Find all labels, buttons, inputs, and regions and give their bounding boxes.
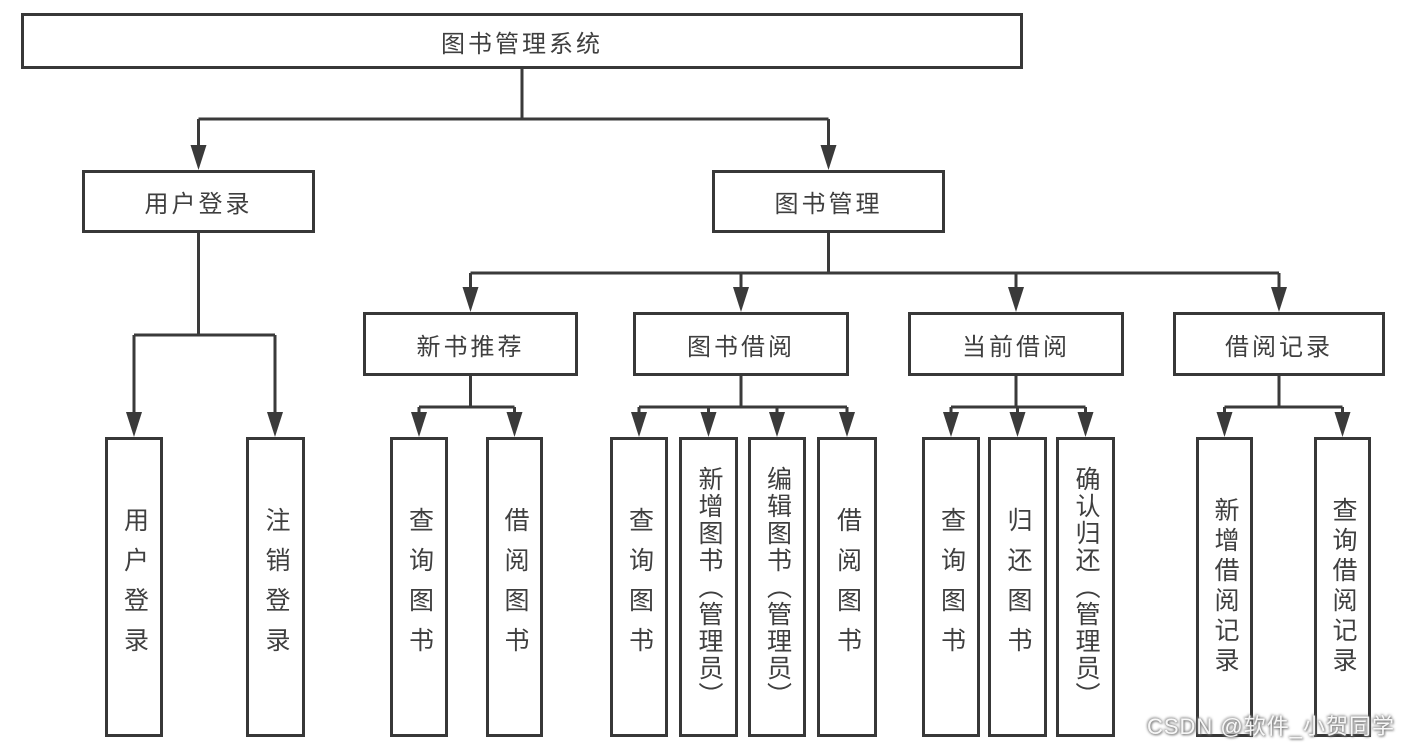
- leaf-current-query-book: 查询图书: [922, 437, 980, 737]
- node-current-borrow: 当前借阅: [908, 312, 1124, 376]
- leaf-current-return-book: 归还图书: [988, 437, 1047, 737]
- leaf-record-add-borrow-record: 新增借阅记录: [1196, 437, 1253, 737]
- node-borrow-record: 借阅记录: [1173, 312, 1385, 376]
- node-book-management: 图书管理: [712, 170, 945, 233]
- arrowheads: [126, 145, 1351, 437]
- leaf-borrow-edit-book-admin: 编辑图书（管理员）: [748, 437, 806, 737]
- leaf-recommend-borrow-book: 借阅图书: [486, 437, 543, 737]
- node-book-borrow: 图书借阅: [633, 312, 849, 376]
- leaf-recommend-query-book: 查询图书: [390, 437, 448, 737]
- node-user-login: 用户登录: [82, 170, 315, 233]
- node-new-book-recommend: 新书推荐: [363, 312, 578, 376]
- leaf-user-login: 用户登录: [105, 437, 163, 737]
- leaf-current-confirm-return-admin: 确认归还（管理员）: [1056, 437, 1115, 737]
- leaf-borrow-query-book: 查询图书: [610, 437, 668, 737]
- leaf-borrow-borrow-book: 借阅图书: [817, 437, 877, 737]
- leaf-logout: 注销登录: [246, 437, 305, 737]
- csdn-watermark: CSDN @软件_小贺同学: [1146, 714, 1395, 739]
- node-root-library-system: 图书管理系统: [21, 13, 1023, 69]
- leaf-borrow-add-book-admin: 新增图书（管理员）: [679, 437, 738, 737]
- leaf-record-query-borrow-record: 查询借阅记录: [1314, 437, 1371, 737]
